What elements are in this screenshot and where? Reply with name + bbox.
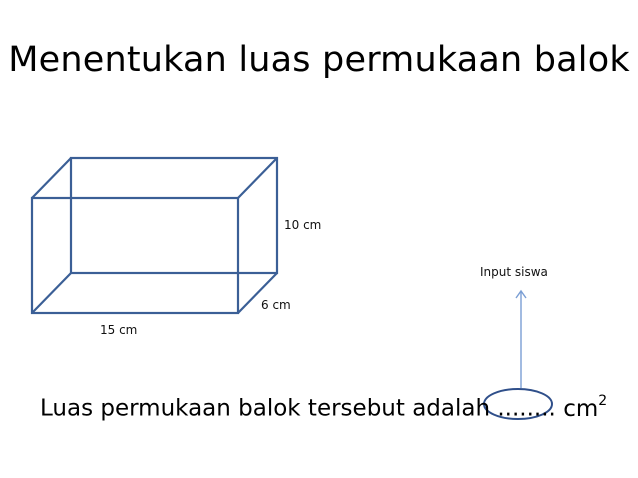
input-label: Input siswa <box>480 265 548 279</box>
question-text: Luas permukaan balok tersebut adalah <box>40 395 491 422</box>
unit-exponent: 2 <box>598 393 608 409</box>
prism-shape <box>30 156 279 315</box>
height-label: 10 cm <box>284 218 321 232</box>
question-line: Luas permukaan balok tersebut adalah ...… <box>40 388 607 424</box>
prism-edge-top-left <box>31 157 72 199</box>
prism-back-face <box>69 156 279 275</box>
slide-title: Menentukan luas permukaan balok <box>8 40 630 80</box>
answer-unit: cm2 <box>563 393 608 422</box>
answer-blank[interactable]: ........ <box>497 395 556 422</box>
prism-front-face <box>30 196 240 315</box>
up-arrow-icon <box>515 289 527 299</box>
prism-edge-bottom-left <box>31 272 72 314</box>
depth-label: 6 cm <box>261 298 291 312</box>
prism-edge-bottom-right <box>237 272 278 314</box>
unit-base: cm <box>563 395 599 422</box>
answer-highlight-ellipse <box>483 388 553 420</box>
input-arrow <box>515 289 527 388</box>
prism-edge-top-right <box>237 157 278 199</box>
length-label: 15 cm <box>100 323 137 337</box>
